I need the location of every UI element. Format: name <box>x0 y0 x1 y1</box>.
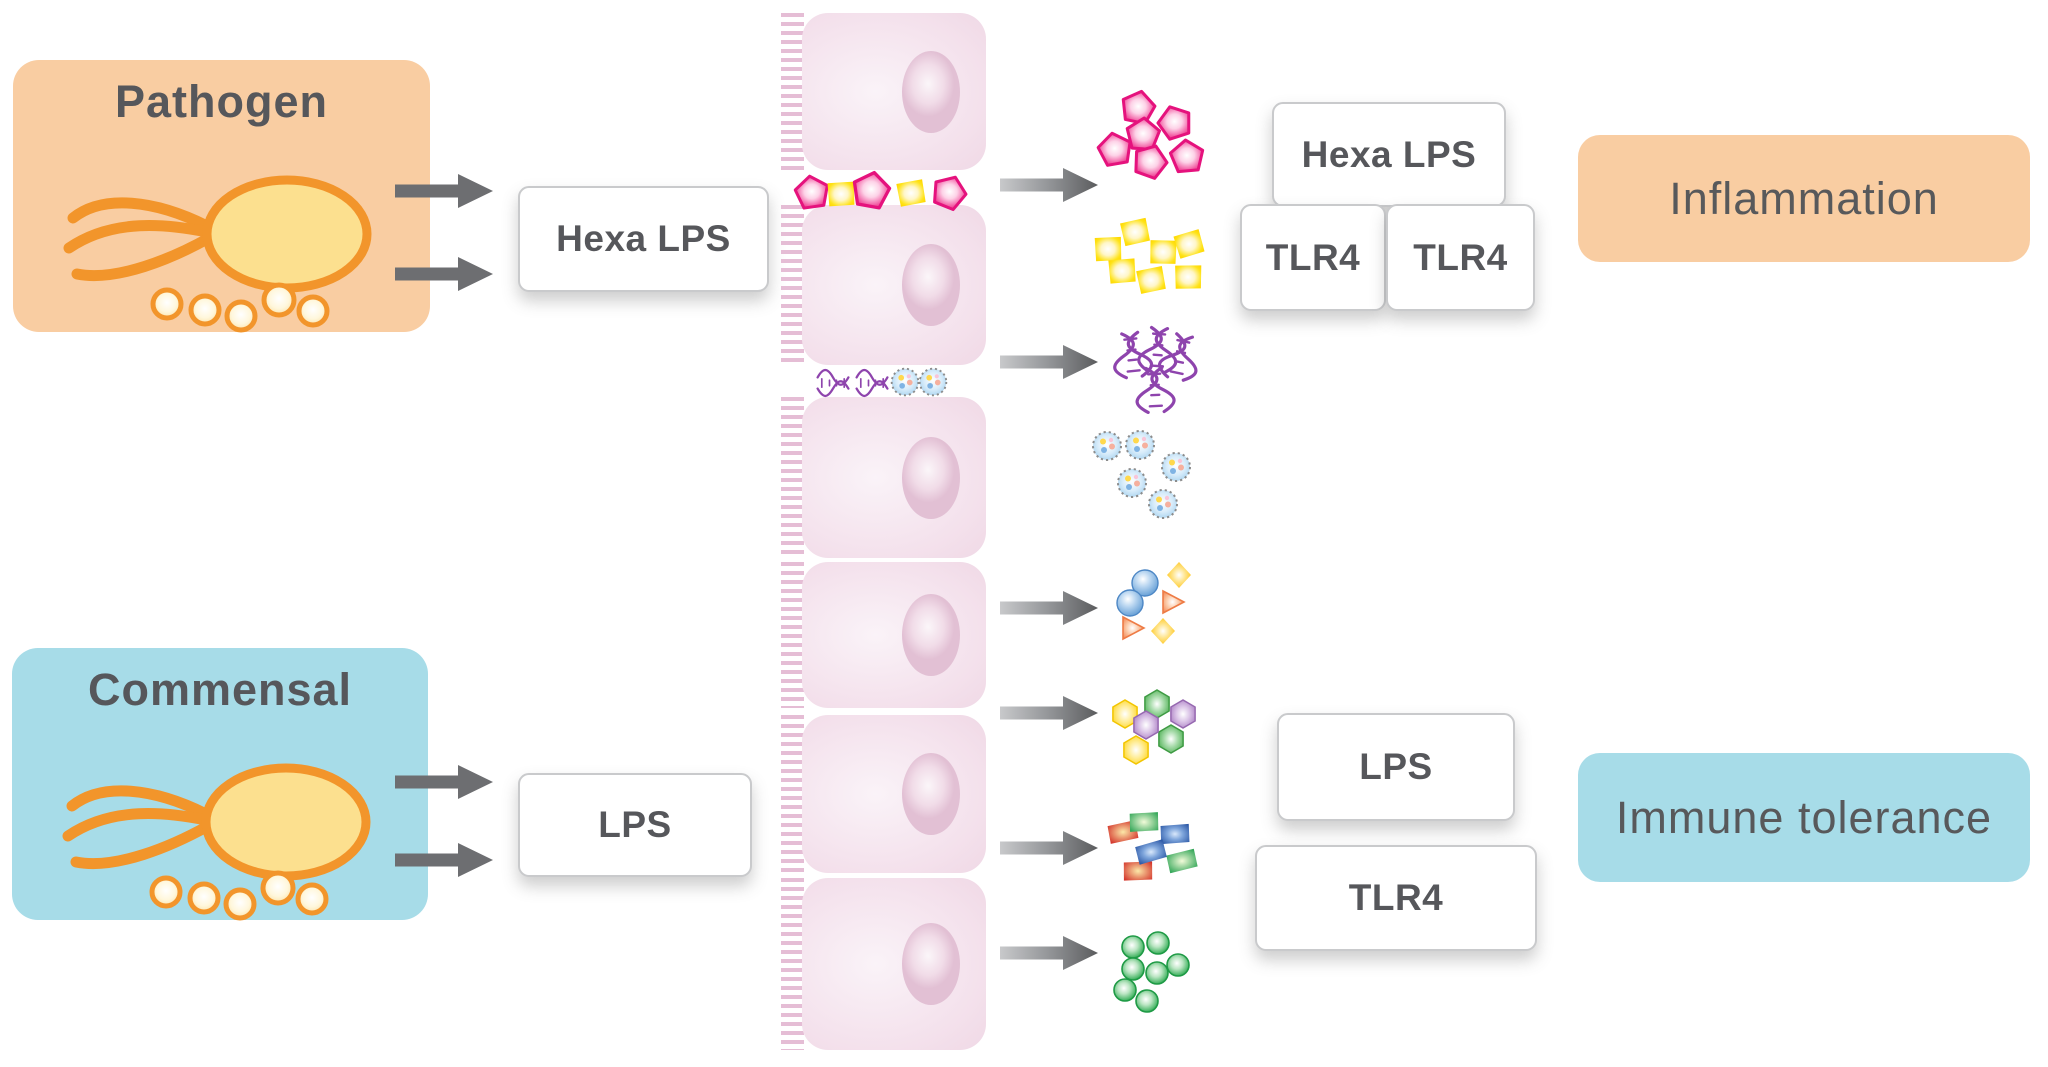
tlr4-receptor-right-label: TLR4 <box>1413 236 1508 278</box>
hexa-lps-source-box: Hexa LPS <box>518 186 769 292</box>
purple-dna-cluster <box>1109 325 1205 415</box>
inflammation-label: Inflammation <box>1669 172 1939 224</box>
leak-row-dna-vesicles <box>816 367 948 398</box>
cell-nucleus <box>902 923 960 1005</box>
inflammation-panel: Inflammation <box>1578 135 2030 262</box>
arrow-leak-dna <box>1000 345 1098 379</box>
microvilli-strip <box>781 397 804 558</box>
pathogen-panel: Pathogen <box>13 60 430 332</box>
mixed-shape-cluster <box>1116 562 1191 644</box>
lps-source-label: LPS <box>598 804 672 845</box>
lps-source-box: LPS <box>518 773 752 877</box>
epithelial-cell <box>802 715 986 873</box>
lps-receptor-label: LPS <box>1359 746 1433 787</box>
pathogen-bacterium-icon <box>55 144 385 334</box>
microvilli-strip <box>781 715 804 873</box>
arrow-commensal-bottom <box>395 843 493 877</box>
epithelial-cell <box>802 562 986 708</box>
microvilli-strip <box>781 205 804 365</box>
arrow-pathogen-top <box>395 174 493 208</box>
commensal-bacterium-icon <box>54 732 384 922</box>
epithelial-cell <box>802 205 986 365</box>
arrow-mixed-shapes <box>1000 591 1098 625</box>
arrow-pathogen-bottom <box>395 257 493 291</box>
pink-pentagon-cluster <box>1094 86 1206 183</box>
green-dot-cluster <box>1113 931 1190 1013</box>
pathogen-title: Pathogen <box>114 76 328 127</box>
arrow-green-dots <box>1000 936 1098 970</box>
immune-tolerance-label: Immune tolerance <box>1615 791 1993 843</box>
cell-nucleus <box>902 50 960 133</box>
arrow-tiles <box>1000 831 1098 865</box>
epithelial-cell <box>802 397 986 558</box>
tlr4-receptor-right-box: TLR4 <box>1386 204 1535 311</box>
arrow-hexagons <box>1000 696 1098 730</box>
hexagon-cluster <box>1112 689 1196 765</box>
arrow-leak-pentagons <box>1000 168 1098 202</box>
hexa-lps-source-label: Hexa LPS <box>556 218 731 259</box>
colored-tile-cluster <box>1107 809 1199 884</box>
microvilli-strip <box>781 878 804 1050</box>
leak-row-pentagons-squares <box>792 167 972 214</box>
yellow-square-cluster <box>1093 217 1206 295</box>
cell-nucleus <box>902 436 960 519</box>
commensal-panel: Commensal <box>12 648 428 920</box>
immune-tolerance-panel: Immune tolerance <box>1578 753 2030 882</box>
tlr4-receptor-left-box: TLR4 <box>1240 204 1386 311</box>
blue-dotted-vesicle-cluster <box>1092 430 1191 519</box>
commensal-title: Commensal <box>87 664 353 715</box>
epithelial-cell <box>802 878 986 1050</box>
hexa-lps-receptor-box: Hexa LPS <box>1272 102 1506 207</box>
epithelial-cell <box>802 13 986 170</box>
tlr4-receptor-left-label: TLR4 <box>1265 236 1361 278</box>
hexa-lps-receptor-label: Hexa LPS <box>1301 133 1477 175</box>
arrow-commensal-top <box>395 765 493 799</box>
cell-nucleus <box>902 244 960 326</box>
tlr4-receptor-single-box: TLR4 <box>1255 845 1537 951</box>
microvilli-strip <box>781 13 804 170</box>
microvilli-strip <box>781 562 804 708</box>
tlr4-receptor-single-label: TLR4 <box>1348 877 1444 918</box>
cell-nucleus <box>902 753 960 835</box>
cell-nucleus <box>902 594 960 676</box>
lps-receptor-box: LPS <box>1277 713 1515 821</box>
